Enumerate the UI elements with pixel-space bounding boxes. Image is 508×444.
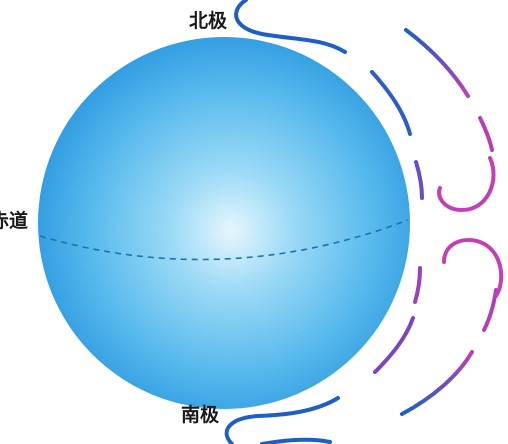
inner-arc-lower-1	[373, 316, 415, 374]
south-field-line	[224, 396, 340, 444]
upper-loop	[437, 156, 496, 213]
south-field-line-lower	[260, 437, 332, 444]
outer-arc-upper-1	[404, 28, 470, 98]
earth-globe	[38, 37, 410, 409]
outer-arc-upper-2	[478, 116, 494, 152]
equator-line	[39, 219, 409, 261]
inner-arc-upper-1	[370, 70, 412, 136]
inner-arc-upper-2	[414, 160, 424, 200]
north-field-line	[234, 0, 347, 54]
outer-arc-lower-1	[400, 350, 474, 416]
lower-loop	[442, 238, 504, 298]
south-pole-label: 南极	[181, 404, 220, 426]
inner-arc-lower-2	[413, 266, 422, 304]
equator-label: 赤道	[0, 210, 29, 232]
north-pole-label: 北极	[189, 10, 228, 32]
